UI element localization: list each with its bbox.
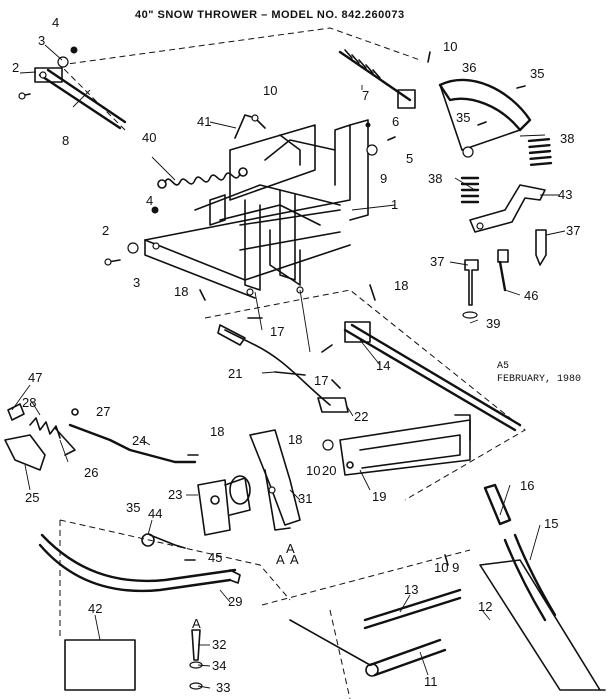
callout-4-mid: 4 bbox=[146, 193, 153, 208]
callout-13: 13 bbox=[404, 582, 418, 597]
callout-29: 29 bbox=[228, 594, 242, 609]
callout-14: 14 bbox=[376, 358, 390, 373]
callout-2-top: 2 bbox=[12, 60, 19, 75]
leader-lines bbox=[11, 44, 566, 689]
callout-3-mid: 3 bbox=[133, 275, 140, 290]
note-date: FEBRUARY, 1980 bbox=[497, 374, 581, 385]
callout-26: 26 bbox=[84, 465, 98, 480]
part-40-spring bbox=[157, 167, 248, 189]
callout-38-right: 38 bbox=[560, 131, 574, 146]
callout-9: 9 bbox=[380, 171, 387, 186]
callout-3-top: 3 bbox=[38, 33, 45, 48]
hardware-top-left bbox=[18, 46, 78, 100]
callout-41: 41 bbox=[197, 114, 211, 129]
part-1-main-frame bbox=[144, 119, 369, 299]
callout-1: 1 bbox=[391, 197, 398, 212]
callout-33: 33 bbox=[216, 680, 230, 695]
callout-39: 39 bbox=[486, 316, 500, 331]
callout-18-lower: 18 bbox=[210, 424, 224, 439]
callout-A-2: A bbox=[290, 552, 299, 567]
callout-A-1: A bbox=[276, 552, 285, 567]
callout-47: 47 bbox=[28, 370, 42, 385]
callout-44: 44 bbox=[148, 506, 162, 521]
callout-10-9-low: 10 9 bbox=[434, 560, 459, 575]
callout-A-4: A bbox=[286, 541, 295, 556]
callout-36: 36 bbox=[462, 60, 476, 75]
part-38-springs bbox=[460, 137, 553, 204]
callout-37-left: 37 bbox=[430, 254, 444, 269]
callout-42: 42 bbox=[88, 601, 102, 616]
hardware-frame bbox=[104, 122, 396, 301]
callout-4-top: 4 bbox=[52, 15, 59, 30]
part-41-link bbox=[234, 114, 266, 139]
part-43-bracket bbox=[469, 184, 546, 233]
callout-18-left: 18 bbox=[174, 284, 188, 299]
note-code: A5 bbox=[497, 361, 509, 372]
callout-10-link: 10 bbox=[263, 83, 277, 98]
callout-24: 24 bbox=[132, 433, 146, 448]
callout-21: 21 bbox=[228, 366, 242, 381]
callout-40: 40 bbox=[142, 130, 156, 145]
part-31-support bbox=[249, 429, 301, 531]
part-36-deflector bbox=[427, 51, 532, 158]
callout-17-mid: 17 bbox=[314, 373, 328, 388]
callout-10-top: 10 bbox=[443, 39, 457, 54]
part-42-plate bbox=[64, 639, 136, 691]
part-32-34-hardware bbox=[189, 629, 203, 690]
callout-7: 7 bbox=[362, 88, 369, 103]
part-11-13-lower bbox=[289, 554, 606, 691]
part-25-28-47 bbox=[4, 403, 79, 471]
diagram-title: 40" SNOW THROWER – MODEL NO. 842.260073 bbox=[135, 9, 405, 21]
part-21-cable bbox=[217, 317, 349, 413]
callout-17-top: 17 bbox=[270, 324, 284, 339]
part-23-bracket bbox=[141, 475, 251, 549]
callout-25: 25 bbox=[25, 490, 39, 505]
part-14-shaft bbox=[343, 321, 522, 432]
callout-2-mid: 2 bbox=[102, 223, 109, 238]
callout-11: 11 bbox=[424, 674, 438, 689]
callout-6: 6 bbox=[392, 114, 399, 129]
callout-5: 5 bbox=[406, 151, 413, 166]
callout-labels: 1 2 2 3 3 4 4 5 6 7 8 9 10 10 10 10 9 11… bbox=[12, 15, 580, 695]
part-8-rod bbox=[34, 67, 127, 130]
callout-12: 12 bbox=[478, 599, 492, 614]
group-boundaries bbox=[59, 27, 526, 699]
part-19-bracket bbox=[322, 414, 471, 476]
callout-18-mid: 18 bbox=[288, 432, 302, 447]
callout-10-mid: 10 bbox=[306, 463, 320, 478]
callout-22: 22 bbox=[354, 409, 368, 424]
part-24-rod bbox=[68, 423, 199, 464]
callout-35-mid: 35 bbox=[456, 110, 470, 125]
callout-43: 43 bbox=[558, 187, 572, 202]
callout-20: 20 bbox=[322, 463, 336, 478]
callout-27: 27 bbox=[96, 404, 110, 419]
callout-46: 46 bbox=[524, 288, 538, 303]
callout-23: 23 bbox=[168, 487, 182, 502]
callout-38-left: 38 bbox=[428, 171, 442, 186]
callout-28: 28 bbox=[22, 395, 36, 410]
callout-19: 19 bbox=[372, 489, 386, 504]
callout-32: 32 bbox=[212, 637, 226, 652]
callout-31: 31 bbox=[298, 491, 312, 506]
callout-34: 34 bbox=[212, 658, 226, 673]
callout-15: 15 bbox=[544, 516, 558, 531]
callout-18-right: 18 bbox=[394, 278, 408, 293]
callout-A-3: A bbox=[192, 616, 201, 631]
callout-37-right: 37 bbox=[566, 223, 580, 238]
callout-8: 8 bbox=[62, 133, 69, 148]
part-29-handle bbox=[38, 533, 241, 593]
part-7-threaded-rod bbox=[338, 49, 416, 109]
callout-16: 16 bbox=[520, 478, 534, 493]
part-15-16 bbox=[483, 483, 557, 622]
callout-35-top: 35 bbox=[530, 66, 544, 81]
part-37-bolts bbox=[462, 229, 547, 319]
callout-35-lower: 35 bbox=[126, 500, 140, 515]
callout-45: 45 bbox=[208, 550, 222, 565]
